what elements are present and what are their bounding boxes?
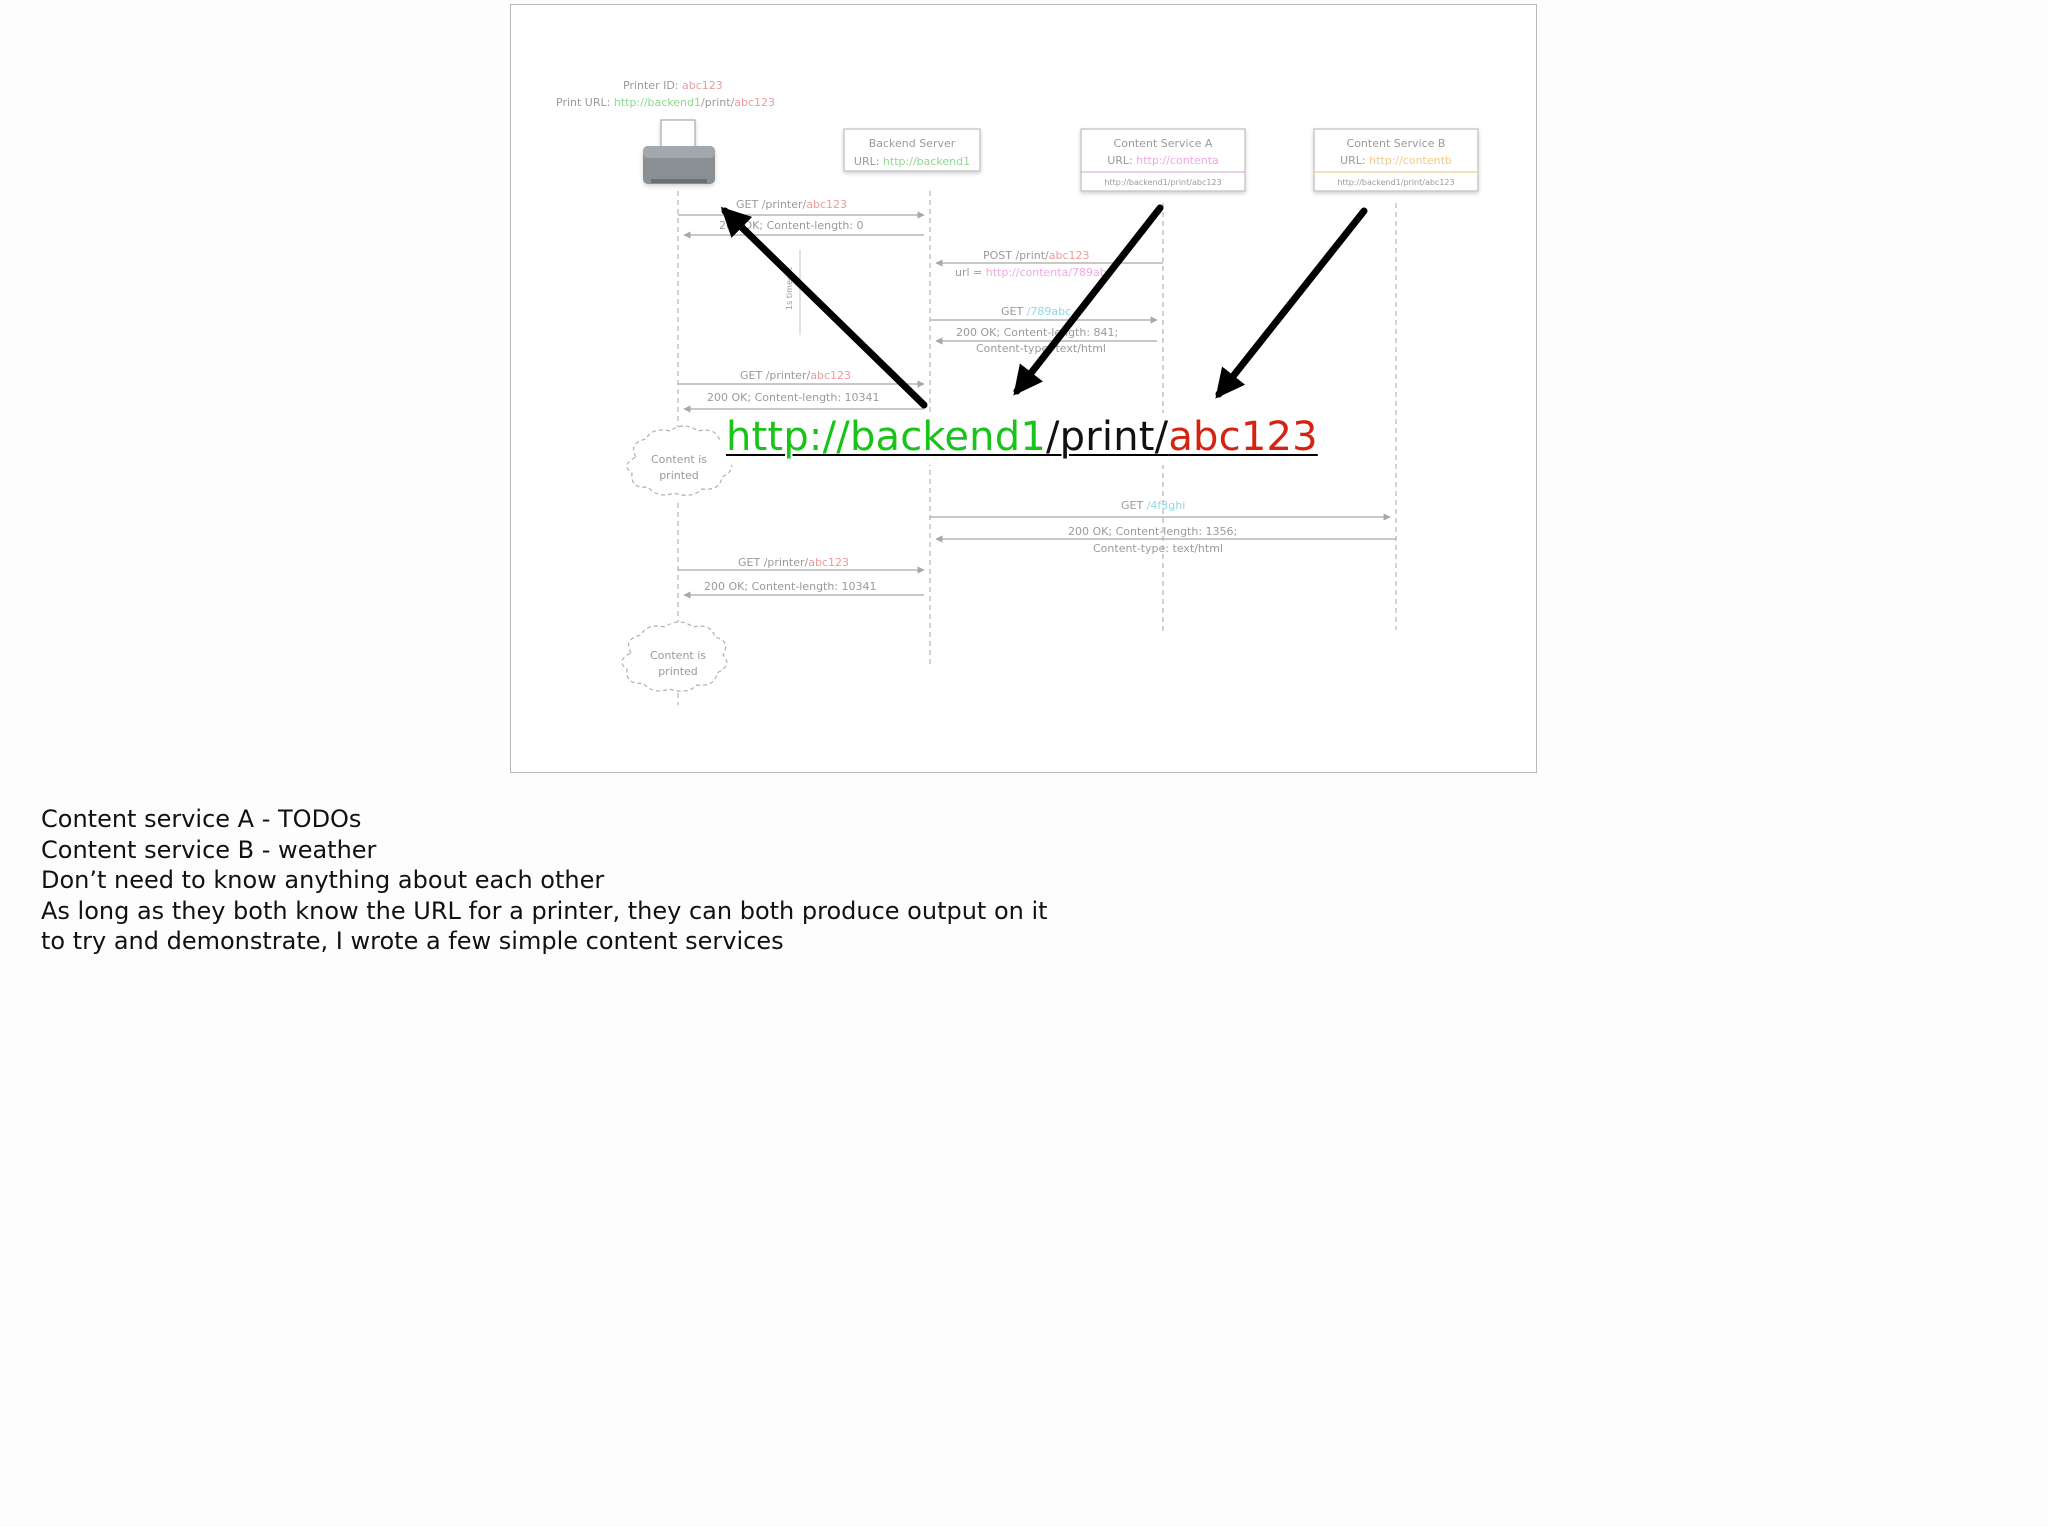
svg-text:Content is: Content is [650,649,706,662]
note-line: to try and demonstrate, I wrote a few si… [41,927,784,955]
service-b-subscription: http://backend1/print/abc123 [1337,178,1454,187]
faint-diagram-layer: Printer ID: abc123 Print URL: http://bac… [556,79,1479,705]
timeout-label: 1s timeout [785,267,794,310]
service-a-subscription: http://backend1/print/abc123 [1104,178,1221,187]
service-b-url: URL: http://contentb [1340,154,1452,167]
message-arrows [678,211,1396,599]
arrow-from-service-b [1215,207,1368,399]
url-host: http://backend1 [726,414,1046,460]
svg-text:printed: printed [658,665,698,678]
printed-cloud-2: Content is printed [621,621,728,692]
msg-get-789abc: GET /789abc [1001,305,1071,318]
note-line: As long as they both know the URL for a … [41,896,1048,925]
note-line: Content service A - TODOs [41,805,362,833]
msg-200-ok-10341-a: 200 OK; Content-length: 10341 [707,391,880,404]
msg-post-print: POST /print/abc123 [983,249,1090,262]
content-service-b-box [1313,128,1479,192]
url-printer-id: abc123 [1168,414,1318,460]
printed-cloud-1: Content is printed [626,425,733,496]
content-service-a-box [1080,128,1246,192]
sequence-diagram: Printer ID: abc123 Print URL: http://bac… [556,79,1479,705]
msg-200-ok-0: 200 OK; Content-length: 0 [719,219,864,232]
msg-get-printer-2: GET /printer/abc123 [740,369,851,382]
backend-url: URL: http://backend1 [854,155,970,168]
note-line: Don’t need to know anything about each o… [41,866,605,894]
note-line: Content service B - weather [41,835,377,864]
msg-content-type-1: Content-type: text/html [976,342,1106,355]
printer-icon [643,119,715,184]
printer-id-label: Printer ID: abc123 [623,79,723,92]
slide-frame: Printer ID: abc123 Print URL: http://bac… [510,4,1537,773]
msg-content-type-2: Content-type: text/html [1093,542,1223,555]
backend-server-box [843,128,981,172]
msg-url-param: url = http://contenta/789abc [955,266,1113,279]
arrow-from-service-a [1013,204,1164,396]
print-url-label: Print URL: http://backend1/print/abc123 [556,96,775,109]
svg-text:printed: printed [659,469,699,482]
msg-get-printer-3: GET /printer/abc123 [738,556,849,569]
speaker-notes: Content service A - TODOs Content servic… [41,804,1941,957]
msg-get-printer-1: GET /printer/abc123 [736,198,847,211]
backend-title: Backend Server [869,137,956,150]
msg-200-ok-1356: 200 OK; Content-length: 1356; [1068,525,1237,538]
svg-text:Content is: Content is [651,453,707,466]
service-a-url: URL: http://contenta [1107,154,1219,167]
url-path: /print/ [1045,414,1169,460]
msg-200-ok-841: 200 OK; Content-length: 841; [956,326,1118,339]
printer-url-callout: http://backend1/print/abc123 [726,413,1318,461]
service-a-title: Content Service A [1114,137,1213,150]
service-b-title: Content Service B [1347,137,1446,150]
arrow-to-printer [720,206,928,409]
callout-arrows [720,204,1368,409]
msg-200-ok-10341-b: 200 OK; Content-length: 10341 [704,580,877,593]
msg-get-4f3ghi: GET /4f3ghi [1121,499,1185,512]
